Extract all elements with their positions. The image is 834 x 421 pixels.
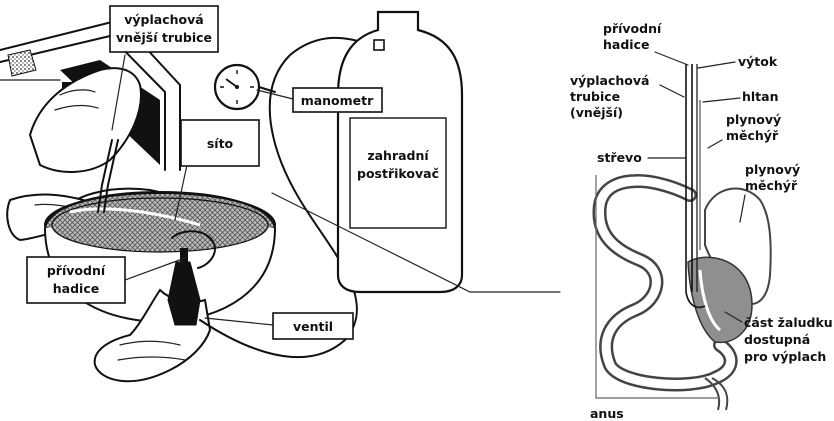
svg-text:postřikovač: postřikovač <box>357 166 439 181</box>
manometer-gauge <box>215 65 275 109</box>
label-inlet-hose-left: přívodní hadice <box>27 257 125 303</box>
label-outer-tube-left: výplachová vnější trubice <box>110 6 218 52</box>
label-sieve: síto <box>181 120 259 166</box>
hand-top <box>30 68 141 172</box>
svg-text:hadice: hadice <box>53 281 99 296</box>
svg-text:vnější trubice: vnější trubice <box>116 30 212 45</box>
label-pharynx: hltan <box>742 89 779 104</box>
svg-text:pro výplach: pro výplach <box>744 349 826 364</box>
svg-text:část žaludku: část žaludku <box>744 315 833 330</box>
pointer-outer-tube-right <box>660 85 684 97</box>
svg-text:přívodní: přívodní <box>47 263 106 278</box>
pointer-inlet-hose-right <box>655 52 688 65</box>
label-anus: anus <box>590 406 624 421</box>
svg-text:měchýř: měchýř <box>726 128 779 143</box>
pointer-swim-bladder-1 <box>708 140 722 148</box>
label-manometer: manometr <box>293 88 382 112</box>
pointer-outlet <box>698 62 735 68</box>
svg-text:trubice: trubice <box>570 89 620 104</box>
svg-text:síto: síto <box>207 136 234 151</box>
svg-text:zahradní: zahradní <box>367 148 429 163</box>
label-stomach: část žaludku dostupná pro výplach <box>744 315 833 364</box>
label-intestine: střevo <box>597 150 642 165</box>
svg-text:hadice: hadice <box>603 37 649 52</box>
label-outer-tube-right: výplachová trubice (vnější) <box>570 73 649 120</box>
svg-text:(vnější): (vnější) <box>570 105 623 120</box>
svg-text:výplachová: výplachová <box>124 12 203 27</box>
label-valve: ventil <box>273 313 353 339</box>
pointer-pharynx <box>703 98 740 102</box>
svg-text:manometr: manometr <box>301 93 374 108</box>
label-swim-bladder-1: plynový měchýř <box>726 112 781 143</box>
svg-text:měchýř: měchýř <box>745 178 798 193</box>
svg-text:plynový: plynový <box>726 112 781 127</box>
svg-text:výplachová: výplachová <box>570 73 649 88</box>
svg-text:ventil: ventil <box>293 319 333 334</box>
svg-text:dostupná: dostupná <box>744 332 810 347</box>
label-outlet: výtok <box>738 54 778 69</box>
label-inlet-hose-right: přívodní hadice <box>603 21 662 52</box>
pointer-valve <box>205 318 273 325</box>
svg-text:plynový: plynový <box>745 162 800 177</box>
label-swim-bladder-2: plynový měchýř <box>745 162 800 193</box>
svg-text:přívodní: přívodní <box>603 21 662 36</box>
